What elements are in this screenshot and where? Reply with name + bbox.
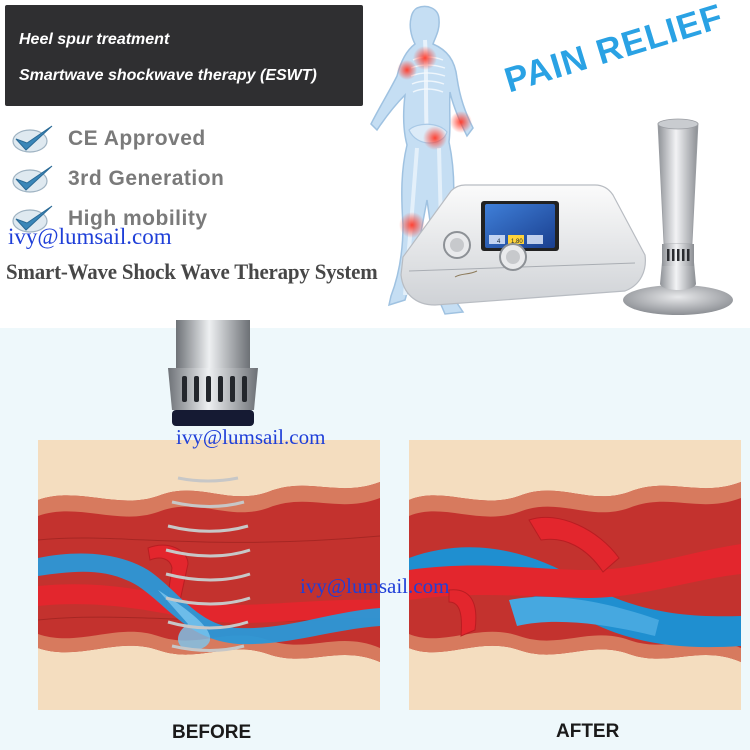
header-line-treatment: Heel spur treatment <box>19 31 170 48</box>
feature-high-mobility: High mobility <box>10 202 208 236</box>
screen-value-mid: 1.80 <box>511 239 523 245</box>
screen-value-left: 4 <box>497 239 501 245</box>
feature-ce-approved: CE Approved <box>10 122 206 156</box>
feature-3rd-generation: 3rd Generation <box>10 162 224 196</box>
watermark-email: ivy@lumsail.com <box>8 224 172 249</box>
feature-label: 3rd Generation <box>68 167 225 190</box>
tissue-before-illustration <box>38 440 380 710</box>
checkmark-icon <box>12 125 53 153</box>
applicator-head <box>168 320 258 426</box>
feature-label: CE Approved <box>68 127 206 150</box>
shockwave-device-console: 4 1.80 <box>400 184 646 306</box>
caption-before: BEFORE <box>172 722 252 743</box>
caption-after: AFTER <box>556 721 620 742</box>
system-title: Smart-Wave Shock Wave Therapy System <box>6 259 378 284</box>
header-box: Heel spur treatment Smartwave shockwave … <box>5 5 363 106</box>
watermark-email: ivy@lumsail.com <box>176 425 326 449</box>
pain-relief-text: PAIN RELIEF <box>500 0 728 101</box>
tissue-after-illustration <box>409 440 741 710</box>
shockwave-handpiece-stand <box>623 118 733 315</box>
feature-label: High mobility <box>68 207 208 230</box>
checkmark-icon <box>12 165 53 193</box>
watermark-email: ivy@lumsail.com <box>300 574 450 598</box>
device-logo <box>454 270 478 278</box>
checkmark-icon <box>12 205 53 233</box>
header-line-therapy: Smartwave shockwave therapy (ESWT) <box>19 67 317 84</box>
